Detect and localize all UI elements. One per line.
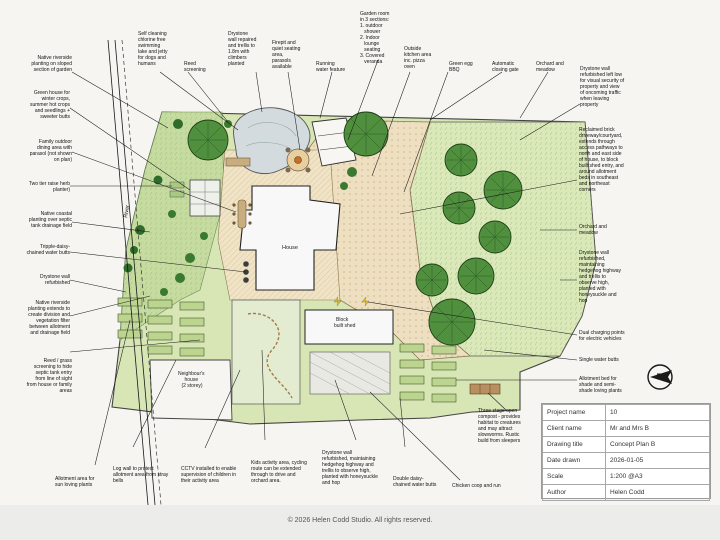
label-drystone-right2: Drystone wall refurbished, maintaining h…: [579, 250, 621, 304]
label-running-water: Running water feature: [316, 61, 346, 73]
title-block-value: 2026-01-05: [605, 452, 710, 469]
footer: [0, 505, 720, 540]
river-label: River: [123, 205, 131, 219]
label-drystone-bottom: Drystone wall refurbished, maintaining h…: [322, 450, 378, 486]
label-chicken-coop: Chicken coop and run: [452, 483, 501, 489]
label-green-egg: Green egg BBQ: [449, 61, 473, 73]
title-block-key: Drawing title: [542, 436, 606, 453]
garden-plan: House Block built shed: [69, 39, 673, 506]
native-planting-left: [119, 111, 225, 341]
tree: [478, 220, 512, 254]
kids-activity-area: [231, 299, 301, 405]
title-block-value: Helen Codd: [605, 484, 710, 501]
greenhouse: [189, 179, 221, 217]
tree: [442, 191, 476, 225]
neighbour-house: Neighbour's house (2 storey): [149, 359, 233, 421]
label-cctv: CCTV installed to enable supervision of …: [181, 466, 237, 484]
label-self-cleaning: Self cleaning chlorine free swimming lak…: [138, 31, 168, 67]
tree: [415, 263, 449, 297]
label-herb-planter: Two tier raise herb planter): [28, 181, 70, 193]
firepit-seating: [285, 147, 311, 173]
allotment-beds-left: [117, 297, 205, 357]
title-block-value: Concept Plan B: [605, 436, 710, 453]
label-drystone-right: Drystone wall refurbished left low for v…: [580, 66, 625, 108]
compass-letter: N: [656, 373, 667, 380]
ev-chargers: [333, 296, 370, 307]
label-allotment-sun: Allotment area for sun loving plants: [55, 476, 95, 488]
label-tripple-daisy: Tripple-daisy- chained water butts: [26, 244, 70, 256]
title-block-key: Date drawn: [542, 452, 606, 469]
label-kids-area: Kids activity area, cycling route can be…: [251, 460, 307, 484]
label-single-water: Single water butts: [579, 357, 619, 363]
label-dual-charging: Dual charging points for electric vehicl…: [579, 330, 625, 342]
herb-planters: [169, 181, 185, 198]
title-block-value: Mr and Mrs B: [605, 420, 710, 437]
label-native-coastal: Native coastal planting over septic tank…: [28, 211, 72, 229]
compass-icon: N: [647, 364, 673, 390]
dining-table: [232, 199, 252, 229]
leader-lines: [69, 59, 581, 481]
label-allotment-shade: Allotment bed for shade and semi- shade …: [579, 376, 622, 394]
label-greenhouse: Green house for winter crops, summer hot…: [29, 90, 70, 120]
title-block-key: Project name: [542, 404, 606, 421]
title-block-value: 10: [605, 404, 710, 421]
tree: [428, 298, 476, 346]
label-drystone-left: Drystone wall refurbished: [39, 274, 70, 286]
house-label: House: [282, 245, 298, 251]
label-auto-gate: Automatic closing gate: [492, 61, 519, 73]
river: River: [107, 39, 162, 506]
tree: [444, 143, 478, 177]
allotment-beds-right: [399, 343, 457, 403]
label-firepit: Firepit and quiet seating area, parasols…: [272, 40, 301, 70]
label-reed-screening-left: Reed / grass screening to hide septic ta…: [26, 358, 72, 394]
plan-sheet: House Block built shed: [26, 11, 711, 506]
label-native-riverside-top: Native riverside planting on sloped sect…: [31, 55, 72, 73]
neighbour-label: Neighbour's house (2 storey): [178, 371, 206, 389]
title-block-key: Scale: [542, 468, 606, 485]
title-block-key: Author: [542, 484, 606, 501]
block-shed: Block built shed: [304, 309, 394, 345]
label-orchard-right: Orchard and meadow: [579, 224, 607, 236]
label-reed-screening-top: Reed screening: [184, 61, 206, 73]
label-double-daisy: Double daisy- chained water butts: [393, 476, 437, 488]
label-log-wall: Log wall to protect allotment area from …: [113, 466, 169, 484]
label-native-riverside-mid: Native riverside planting extends to cre…: [28, 300, 70, 336]
native-shrubs: [123, 119, 357, 296]
copyright-text: © 2026 Helen Codd Studio. All rights res…: [287, 517, 433, 524]
tree: [343, 111, 389, 157]
title-block-key: Client name: [542, 420, 606, 437]
label-orchard-top: Orchard and meadow: [536, 61, 564, 73]
tree: [187, 119, 229, 161]
shed-label: Block built shed: [334, 317, 356, 329]
title-block-value: 1:200 @A3: [605, 468, 710, 485]
label-family-dining: Family outdoor dining area with parasol …: [29, 139, 72, 163]
compost-bays: [469, 383, 501, 395]
label-compost: Three stage open compost - provides habi…: [478, 408, 521, 444]
label-garden-room: Garden room in 3 sections: 1. outdoor sh…: [360, 11, 390, 65]
label-drystone-top: Drystone wall repaired and trellis to 1.…: [228, 31, 257, 67]
tree: [483, 170, 523, 210]
water-butts-left: [243, 261, 249, 283]
orchard-trees: [187, 111, 523, 346]
label-outside-kitchen: Outside kitchen area inc. pizza oven: [404, 46, 432, 70]
label-reclaimed-brick: Reclaimed brick driveway/courtyard, exte…: [579, 127, 624, 193]
tree: [457, 257, 495, 295]
chicken-run: [309, 351, 391, 395]
